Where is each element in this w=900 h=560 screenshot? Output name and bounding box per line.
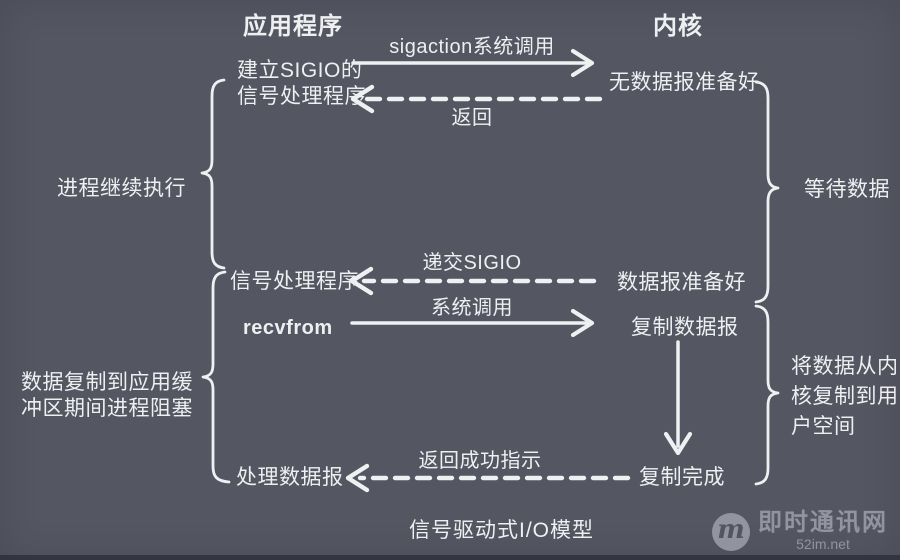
label-return: 返回	[451, 107, 493, 129]
app-step-establish-sigio-line2: 信号处理程序	[237, 85, 366, 108]
watermark-logo-letter: m	[717, 515, 745, 545]
app-step-process-datagram: 处理数据报	[236, 466, 344, 489]
kernel-column-header: 内核	[653, 13, 703, 40]
note-kernel-copy-line3: 户空间	[791, 415, 856, 438]
kernel-step-no-datagram-ready: 无数据报准备好	[609, 71, 760, 94]
label-sigaction-call: sigaction系统调用	[389, 36, 555, 58]
label-deliver-sigio: 递交SIGIO	[422, 252, 522, 274]
kernel-step-copy-complete: 复制完成	[639, 466, 725, 489]
note-process-continues: 进程继续执行	[57, 177, 186, 200]
app-step-signal-handler: 信号处理程序	[230, 270, 359, 293]
label-return-success: 返回成功指示	[418, 450, 542, 472]
arrow-copy-progress	[663, 340, 693, 456]
brace-wait-for-data	[754, 80, 780, 304]
label-system-call: 系统调用	[431, 297, 513, 319]
kernel-step-copy-datagram: 复制数据报	[631, 316, 739, 339]
note-copy-block-line2: 冲区期间进程阻塞	[21, 397, 193, 420]
note-wait-for-data: 等待数据	[804, 178, 890, 201]
watermark: m 即时通讯网 52im.net	[712, 510, 888, 552]
app-step-establish-sigio-line1: 建立SIGIO的	[237, 59, 363, 82]
note-copy-block-line1: 数据复制到应用缓	[21, 371, 193, 394]
diagram-caption: 信号驱动式I/O模型	[409, 519, 595, 542]
watermark-site-name: 即时通讯网	[758, 509, 888, 536]
kernel-step-datagram-ready: 数据报准备好	[617, 271, 746, 294]
app-column-header: 应用程序	[243, 13, 343, 40]
note-kernel-copy-line2: 核复制到用	[791, 385, 899, 408]
note-kernel-copy-line1: 将数据从内	[791, 355, 899, 378]
bottom-edge-shadow	[0, 555, 900, 560]
brace-blocked-copy	[201, 270, 231, 484]
brace-kernel-to-user	[754, 304, 780, 486]
watermark-site-url: 52im.net	[796, 536, 850, 552]
watermark-logo-icon: m	[712, 513, 750, 551]
brace-process-continues	[200, 78, 226, 270]
app-step-recvfrom: recvfrom	[243, 317, 333, 339]
